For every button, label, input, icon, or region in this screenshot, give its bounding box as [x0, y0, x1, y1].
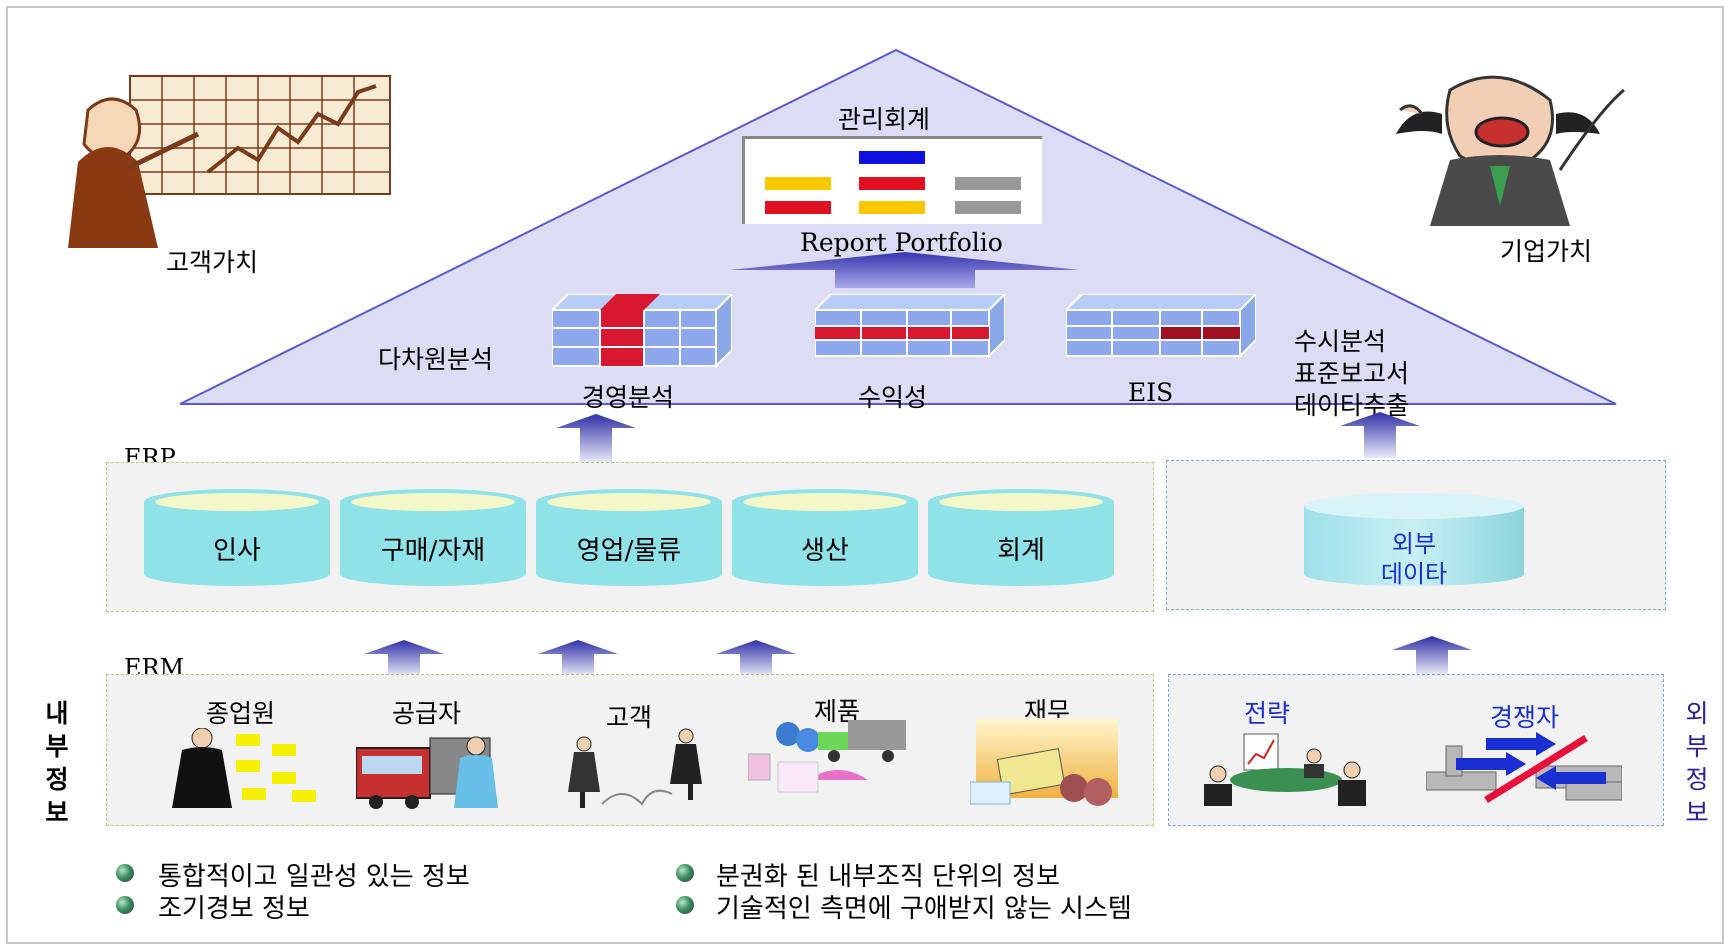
db-sales-label: 영업/물류 — [576, 536, 682, 566]
cube-label-management: 경영분석 — [582, 383, 675, 412]
internal-info-side-label: 내부정보 — [40, 700, 70, 832]
adhoc-analysis-label: 수시분석 — [1294, 327, 1387, 356]
internal-info-text: 내부정보 — [41, 700, 70, 832]
report-bar-red-2 — [765, 201, 831, 214]
bullet-icon — [676, 864, 694, 882]
bullet-icon — [116, 864, 134, 882]
bullet-right-1: 분권화 된 내부조직 단위의 정보 — [716, 862, 1061, 892]
employee-illustration — [172, 728, 316, 808]
cube-eis — [1066, 294, 1256, 359]
report-bar-gray-2 — [955, 201, 1021, 214]
erm-item-customer: 고객 — [606, 703, 653, 732]
cube-profitability — [815, 294, 1005, 359]
report-portfolio-panel — [742, 136, 1042, 224]
standard-report-label: 표준보고서 — [1294, 359, 1410, 388]
report-bar-blue — [859, 151, 925, 164]
data-extraction-label: 데이타추출 — [1294, 391, 1410, 420]
erm-item-supplier: 공급자 — [392, 699, 462, 728]
bullet-right-2: 기술적인 측면에 구애받지 않는 시스템 — [716, 894, 1132, 924]
db-accounting-label: 회계 — [997, 536, 1045, 566]
finance-illustration — [970, 718, 1118, 806]
db-production[interactable]: 생산 — [732, 488, 918, 588]
external-info-side-label: 외부정보 — [1680, 700, 1710, 832]
report-bar-yellow-1 — [765, 177, 831, 190]
presenter-chart-illustration — [68, 75, 391, 248]
cube-management-analysis — [552, 294, 732, 369]
db-hr[interactable]: 인사 — [144, 488, 330, 588]
db-hr-label: 인사 — [213, 536, 261, 566]
bullet-icon — [676, 896, 694, 914]
management-accounting-title: 관리회계 — [838, 105, 931, 134]
strategy-meeting-illustration — [1204, 733, 1366, 806]
bullet-left-2: 조기경보 정보 — [158, 894, 310, 924]
erm-item-employee: 종업원 — [206, 699, 276, 728]
report-wide-arrow — [730, 252, 1080, 288]
erm-item-strategy: 전략 — [1244, 699, 1291, 728]
bullet-left-1: 통합적이고 일관성 있는 정보 — [158, 862, 470, 892]
report-bar-gray-1 — [955, 177, 1021, 190]
cube-label-eis: EIS — [1128, 378, 1174, 407]
db-external[interactable]: 외부 데이타 — [1304, 492, 1524, 592]
competitor-illustration — [1426, 732, 1622, 803]
erm-item-competitor: 경쟁자 — [1490, 703, 1560, 732]
supplier-truck-illustration — [356, 736, 498, 809]
product-illustration — [748, 720, 906, 793]
laughing-man-illustration — [1396, 75, 1625, 226]
erm-external-container — [1168, 674, 1664, 826]
report-portfolio-label: Report Portfolio — [800, 228, 1003, 257]
bullet-icon — [116, 896, 134, 914]
multidimensional-analysis-label: 다차원분석 — [378, 345, 494, 374]
cube-label-profitability: 수익성 — [858, 383, 928, 412]
external-data-label-1: 외부 — [1391, 530, 1437, 558]
db-accounting[interactable]: 회계 — [928, 488, 1114, 588]
report-bar-yellow-2 — [859, 201, 925, 214]
customer-value-label: 고객가치 — [166, 248, 259, 277]
enterprise-value-label: 기업가치 — [1500, 237, 1593, 266]
report-bar-red-1 — [859, 177, 925, 190]
customer-illustration — [568, 728, 702, 808]
db-sales[interactable]: 영업/물류 — [536, 488, 722, 588]
db-production-label: 생산 — [801, 536, 849, 566]
db-purchasing-label: 구매/자재 — [380, 536, 486, 566]
external-data-label-2: 데이타 — [1380, 560, 1448, 588]
db-purchasing[interactable]: 구매/자재 — [340, 488, 526, 588]
external-info-text: 외부정보 — [1681, 700, 1710, 832]
outer-frame — [6, 6, 1724, 944]
